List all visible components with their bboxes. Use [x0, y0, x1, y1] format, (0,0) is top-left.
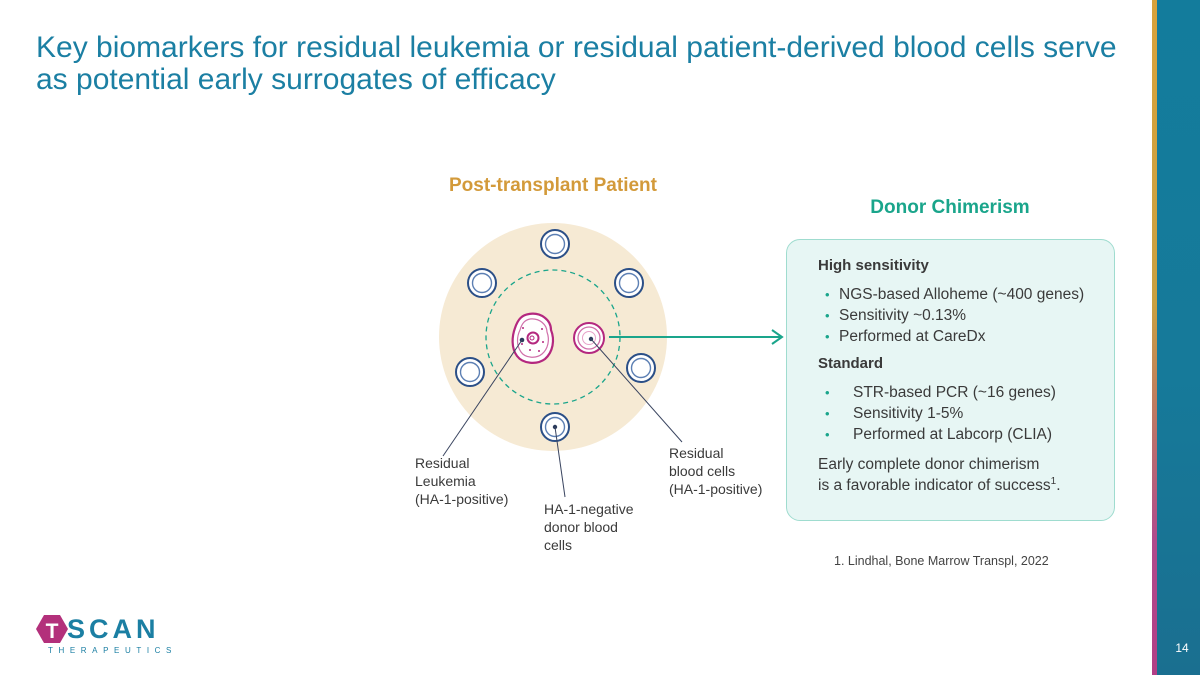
- list-item-text: Performed at Labcorp (CLIA): [853, 426, 1053, 443]
- page-number: 14: [1175, 641, 1189, 655]
- chimerism-info-box: [786, 239, 1115, 521]
- donor-cell: [467, 268, 497, 298]
- residual-blood-cell: [573, 322, 605, 354]
- footnote-ref: 1: [1050, 475, 1057, 487]
- side-accent-stripe: [1152, 0, 1157, 675]
- logo-letter: T: [46, 620, 59, 643]
- label-line: Residual: [415, 455, 470, 471]
- list-item-text: NGS-based Alloheme (~400 genes): [839, 286, 1085, 303]
- list-item: • STR-based PCR (~16 genes): [825, 382, 1056, 403]
- patient-diagram: T: [36, 223, 784, 643]
- list-item: • Performed at CareDx: [825, 326, 1084, 347]
- standard-list: • STR-based PCR (~16 genes) • Sensitivity …: [825, 382, 1056, 445]
- donor-cell: [626, 353, 656, 383]
- pointer-line-leukemia: [442, 339, 523, 457]
- conclusion-line-1: Early complete donor chimerism: [818, 456, 1040, 473]
- pointer-line-donor: [554, 426, 566, 498]
- label-residual-blood-cells: Residual blood cells (HA-1-positive): [669, 444, 779, 498]
- list-item: • NGS-based Alloheme (~400 genes): [825, 284, 1084, 305]
- list-item-text: Sensitivity 1-5%: [853, 405, 964, 422]
- conclusion-end: .: [1056, 477, 1061, 494]
- conclusion-line-2-text: is a favorable indicator of success: [818, 477, 1051, 494]
- label-line: HA-1-negative: [544, 501, 634, 517]
- label-donor-cells: HA-1-negative donor blood cells: [544, 500, 654, 554]
- bullet-icon: •: [825, 308, 830, 323]
- bullet-icon: •: [825, 287, 830, 302]
- side-bar: [1152, 0, 1200, 675]
- pointer-line-residual: [590, 338, 683, 443]
- label-line: cells: [544, 537, 573, 553]
- conclusion-line-2: is a favorable indicator of success1.: [818, 475, 1061, 496]
- label-line: Residual: [669, 445, 724, 461]
- label-line: (HA-1-positive): [669, 481, 763, 497]
- label-line: Leukemia: [415, 473, 476, 489]
- list-item: • Performed at Labcorp (CLIA): [825, 424, 1056, 445]
- label-line: blood cells: [669, 463, 736, 479]
- label-line: donor blood: [544, 519, 618, 535]
- donor-cell: [540, 229, 570, 259]
- donor-cell: [614, 268, 644, 298]
- list-item-text: Sensitivity ~0.13%: [839, 307, 967, 324]
- footnote: 1. Lindhal, Bone Marrow Transpl, 2022: [834, 554, 1049, 568]
- logo-wordmark: SCAN: [67, 614, 160, 644]
- patient-title: Post-transplant Patient: [449, 175, 657, 196]
- logo-tagline: THERAPEUTICS: [48, 646, 177, 655]
- list-item-text: Performed at CareDx: [839, 328, 986, 345]
- leukemia-cell: [511, 312, 555, 364]
- donor-cell: [455, 357, 485, 387]
- list-item: • Sensitivity 1-5%: [825, 403, 1056, 424]
- label-residual-leukemia: Residual Leukemia (HA-1-positive): [415, 454, 525, 508]
- chimerism-title: Donor Chimerism: [870, 197, 1030, 218]
- chimerism-arrow-head: [771, 329, 784, 345]
- conclusion-text: Early complete donor chimerism is a favo…: [818, 454, 1061, 496]
- slide-title-line-2: as potential early surrogates of efficac…: [36, 63, 556, 96]
- high-sensitivity-heading: High sensitivity: [818, 257, 929, 274]
- bullet-icon: •: [825, 329, 830, 344]
- list-item: • Sensitivity ~0.13%: [825, 305, 1084, 326]
- high-sensitivity-list: • NGS-based Alloheme (~400 genes) • Sensit…: [825, 284, 1084, 347]
- bullet-icon: •: [825, 427, 830, 442]
- bullet-icon: •: [825, 406, 830, 421]
- list-item-text: STR-based PCR (~16 genes): [853, 384, 1056, 401]
- logo-hexagon: [36, 615, 68, 643]
- slide-title: Key biomarkers for residual leukemia or …: [36, 32, 1126, 96]
- label-line: (HA-1-positive): [415, 491, 509, 507]
- bullet-icon: •: [825, 385, 830, 400]
- standard-heading: Standard: [818, 355, 884, 372]
- slide-title-line-1: Key biomarkers for residual leukemia or …: [36, 31, 1117, 64]
